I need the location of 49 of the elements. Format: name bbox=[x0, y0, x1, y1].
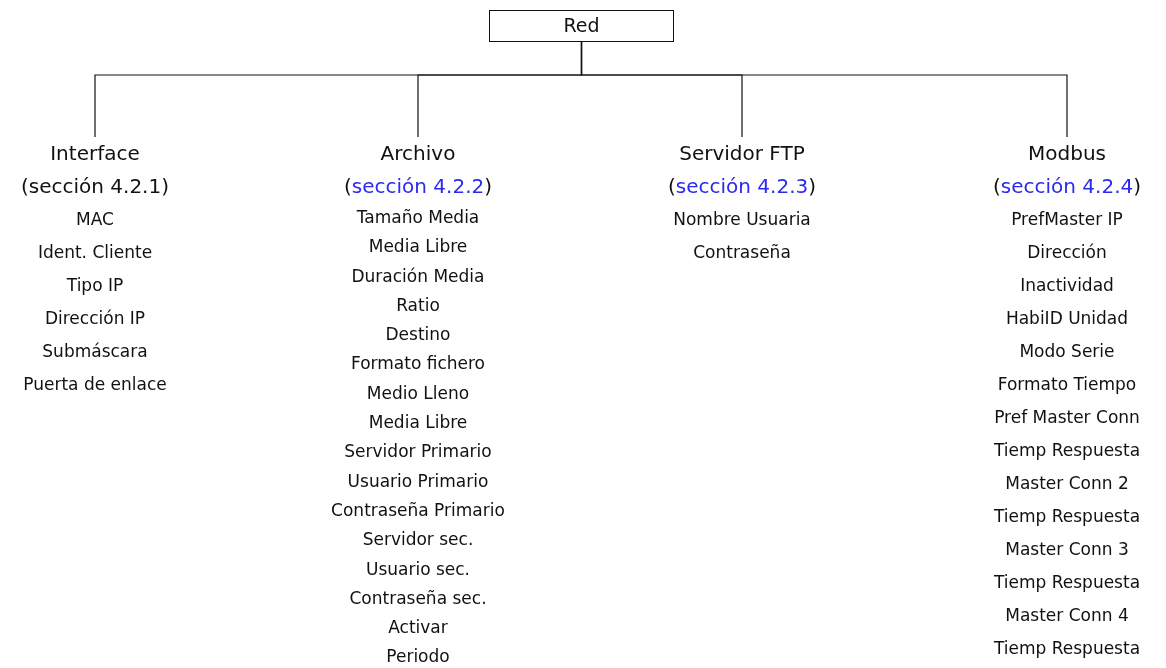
parameter-name: Contraseña bbox=[692, 241, 792, 264]
section-reference: (sección 4.2.4) bbox=[991, 173, 1143, 200]
parameter-name: Periodo bbox=[385, 645, 451, 668]
category-heading: Servidor FTP bbox=[678, 140, 806, 167]
parameter-name: Contraseña sec. bbox=[348, 586, 488, 610]
parameter-name: Tiemp Respuesta bbox=[992, 637, 1142, 660]
parameter-name: Tiemp Respuesta bbox=[992, 505, 1142, 528]
parameter-name: Pref Master Conn bbox=[993, 406, 1141, 429]
parameter-name: Usuario sec. bbox=[364, 557, 472, 581]
parameter-name: MAC bbox=[75, 208, 115, 231]
parameter-name: Medio Lleno bbox=[365, 381, 471, 405]
parameter-name: Activar bbox=[387, 616, 449, 640]
parameter-name: Ratio bbox=[395, 293, 441, 317]
category-heading: Archivo bbox=[379, 140, 457, 167]
parameter-name: Dirección bbox=[1026, 241, 1108, 264]
parameter-name: PrefMaster IP bbox=[1010, 208, 1124, 231]
parameter-name: Ident. Cliente bbox=[36, 241, 154, 264]
node-label: Red bbox=[563, 14, 600, 36]
parameter-name: Master Conn 4 bbox=[1004, 604, 1130, 627]
parameter-name: Usuario Primario bbox=[346, 469, 490, 493]
parameter-name: Modo Serie bbox=[1018, 340, 1116, 363]
parameter-name: Inactividad bbox=[1019, 274, 1115, 297]
parameter-name: Master Conn 2 bbox=[1004, 472, 1130, 495]
parameter-name: Media Libre bbox=[367, 411, 469, 435]
parameter-name: Puerta de enlace bbox=[22, 373, 168, 396]
section-reference: (sección 4.2.3) bbox=[666, 173, 818, 200]
section-reference: (sección 4.2.2) bbox=[342, 173, 494, 200]
root-box bbox=[489, 10, 674, 42]
tree-connector bbox=[580, 41, 1068, 138]
parameter-name: Tiemp Respuesta bbox=[992, 571, 1142, 594]
parameter-name: Formato Tiempo bbox=[996, 373, 1138, 396]
parameter-name: Nombre Usuaria bbox=[672, 208, 812, 231]
category-heading: Modbus bbox=[1027, 140, 1107, 167]
parameter-name: Tipo IP bbox=[65, 274, 125, 297]
parameter-name: Formato fichero bbox=[350, 352, 486, 376]
section-reference: (sección 4.2.1) bbox=[19, 173, 170, 200]
parameter-name: Duración Media bbox=[350, 264, 486, 288]
parameter-name: Dirección IP bbox=[43, 307, 147, 330]
parameter-name: Media Libre bbox=[367, 235, 469, 259]
parameter-name: Tiemp Respuesta bbox=[992, 439, 1142, 462]
parameter-name: HabiID Unidad bbox=[1004, 307, 1130, 330]
parameter-name: Servidor sec. bbox=[361, 528, 475, 552]
parameter-name: Servidor Primario bbox=[343, 440, 493, 464]
parameter-name: Tamaño Media bbox=[355, 206, 481, 229]
parameter-name: Destino bbox=[384, 323, 452, 347]
parameter-name: Contraseña Primario bbox=[330, 498, 506, 522]
category-heading: Interface bbox=[49, 140, 141, 167]
parameter-name: Submáscara bbox=[41, 340, 149, 363]
parameter-name: Master Conn 3 bbox=[1004, 538, 1130, 561]
